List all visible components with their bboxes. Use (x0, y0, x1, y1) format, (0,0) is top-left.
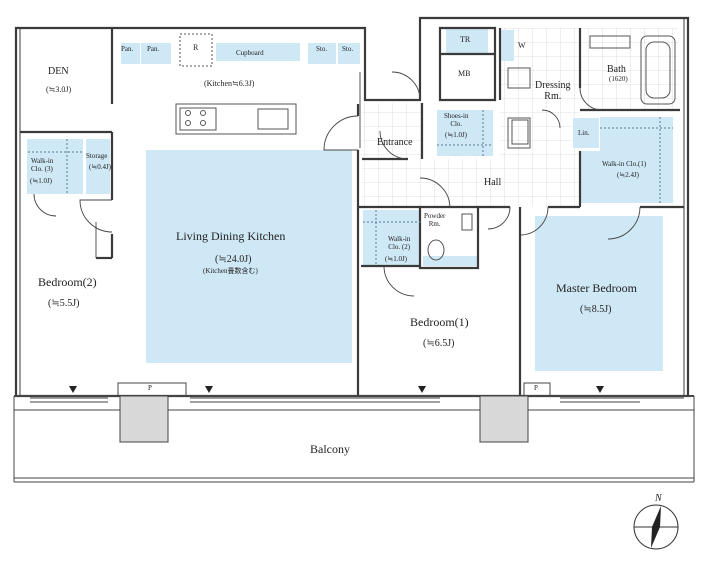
bathtub (640, 35, 676, 105)
shelves (28, 110, 673, 266)
walkin1-area (600, 117, 673, 151)
pantry-label-1: Pan. (121, 45, 134, 53)
refrigerator-label: R (193, 43, 199, 52)
linen-label: Lin. (578, 129, 590, 137)
balcony-label: Balcony (310, 442, 350, 456)
pillar-left (119, 395, 169, 443)
bedroom2-label: Bedroom(2) (38, 275, 97, 289)
linen-area (573, 118, 599, 148)
shoes-label: Shoes-in Clo. (444, 112, 469, 128)
ldk-note: (Kitchen畳数含む) (203, 267, 258, 275)
pantry-label-2: Pan. (147, 45, 160, 53)
storage-left-area: (≒0.4J) (89, 163, 112, 171)
compass-north-label: N (655, 493, 662, 504)
fridge-box (179, 33, 213, 67)
bath-size: (1620) (609, 75, 628, 83)
walkin1-label: Walk-in Clo.(1) (602, 160, 647, 168)
hall-tile (362, 159, 580, 207)
storage-top-2 (338, 43, 360, 64)
entrance-label: Entrance (377, 137, 413, 148)
master-floor (535, 216, 663, 371)
doors (33, 71, 641, 297)
ldk-label: Living Dining Kitchen (176, 229, 286, 243)
ldk-area: (≒24.0J) (215, 254, 252, 265)
kitchen-label: (Kitchen≒6.3J) (204, 79, 255, 88)
storage-left-area (86, 139, 110, 194)
master-label: Master Bedroom (556, 281, 637, 295)
washer (511, 119, 529, 145)
tr-area (446, 28, 488, 54)
kitchen-island (175, 103, 297, 135)
storage-top-label-2: Sto. (342, 45, 354, 53)
w-label: W (518, 41, 526, 50)
pipe-shaft-label-1: P (148, 384, 152, 392)
dressing-label: Dressing Rm. (535, 80, 571, 102)
pantry-1 (121, 43, 140, 64)
balcony (13, 395, 695, 483)
windows (30, 397, 684, 403)
fixtures (175, 33, 676, 261)
pipe-shaft-label-2: P (534, 384, 538, 392)
tr-label: TR (460, 35, 471, 44)
walkin1-area: (≒2.4J) (617, 171, 640, 179)
walkin2-area (363, 210, 421, 267)
powder-label: Powder Rm. (424, 212, 446, 228)
pantry-2 (141, 43, 171, 64)
washbasin-1 (507, 67, 531, 89)
vanity (589, 35, 631, 49)
walkin2-label: Walk-in Clo. (2) (388, 235, 411, 251)
walls (14, 16, 690, 398)
walkin3-area (27, 139, 83, 194)
cupboard-area (216, 43, 300, 61)
den-label: DEN (48, 66, 69, 77)
walkin3-label: Walk-in Clo. (3) (31, 157, 54, 173)
storage-top-label-1: Sto. (316, 45, 328, 53)
toilet (427, 239, 445, 261)
bedroom2-area: (≒5.5J) (48, 298, 80, 309)
bedroom1-area: (≒6.5J) (423, 338, 455, 349)
shoes-area (437, 110, 493, 156)
master-area: (≒8.5J) (580, 304, 612, 315)
entrance-tile (362, 103, 422, 159)
powder-strip (423, 256, 477, 266)
den-area: (≒3.0J) (46, 85, 72, 94)
mb-label: MB (458, 69, 471, 78)
walkin2-area: (≒1.0J) (385, 255, 408, 263)
bedroom1-label: Bedroom(1) (410, 315, 469, 329)
pillar-right (479, 395, 529, 443)
pipe-shaft-box-1 (117, 382, 187, 397)
window-markers (69, 386, 604, 393)
ldk-floor (146, 150, 352, 363)
washbasin-2 (507, 117, 531, 149)
tr-mb-box (438, 26, 497, 102)
powder-box (418, 205, 480, 270)
w-area (500, 30, 514, 61)
blue-areas (27, 28, 673, 371)
storage-top-1 (308, 43, 336, 64)
walkin1-lower (580, 151, 673, 203)
cupboard-label: Cupboard (236, 49, 264, 57)
compass-icon (633, 504, 679, 550)
walkin3-area: (≒1.0J) (30, 177, 53, 185)
storage-left-label: Storage (86, 152, 108, 160)
shoes-area: (≒1.0J) (445, 131, 468, 139)
hall-label: Hall (484, 177, 502, 188)
kitchen-sink (257, 108, 289, 130)
bath-label: Bath (607, 64, 626, 75)
